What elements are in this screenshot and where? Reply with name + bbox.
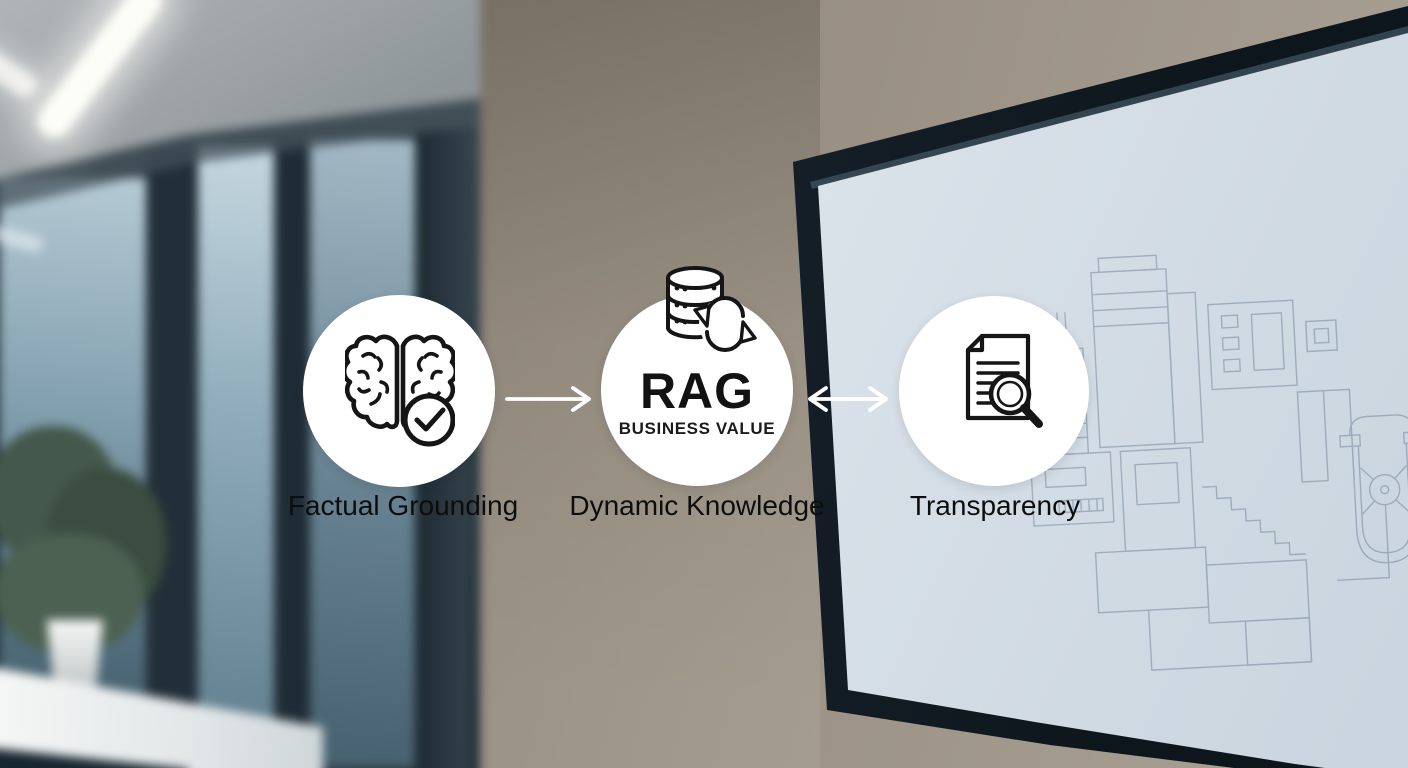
document-magnifier-icon: [950, 330, 1046, 442]
node-label-factual-grounding: Factual Grounding: [287, 490, 519, 521]
node-label-dynamic-knowledge: Dynamic Knowledge: [569, 490, 825, 521]
rag-title: RAG: [639, 363, 755, 419]
window-mullion: [274, 138, 310, 768]
database-sync-icon: [657, 264, 757, 356]
screen-wireframe-drawing: [990, 236, 1408, 707]
rag-subtitle: BUSINESS VALUE: [618, 419, 776, 438]
window-mullion: [146, 148, 198, 768]
brain-check-icon: [345, 328, 455, 452]
arrow-right-icon: [504, 384, 596, 414]
double-arrow-icon: [799, 384, 897, 414]
node-label-transparency: Transparency: [909, 490, 1081, 521]
